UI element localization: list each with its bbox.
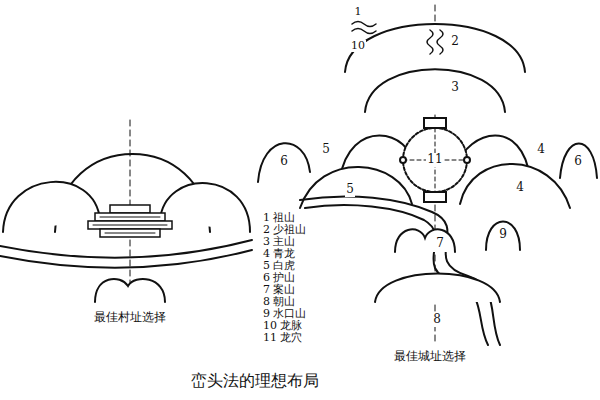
legend-line: 4 青龙 bbox=[262, 248, 297, 260]
legend-line: 2 少祖山 bbox=[262, 224, 308, 236]
legend-line: 10 龙脉 bbox=[262, 320, 304, 332]
callout-number: 6 bbox=[279, 155, 289, 168]
callout-number: 10 bbox=[350, 40, 366, 52]
site-label: 最佳城址选择 bbox=[393, 350, 467, 363]
site-label: 最佳村址选择 bbox=[93, 311, 167, 324]
callout-number: 2 bbox=[450, 35, 460, 48]
callout-number: 1 bbox=[354, 6, 363, 18]
callout-number: 3 bbox=[450, 81, 460, 94]
legend-line: 8 朝山 bbox=[262, 296, 297, 308]
caption: 峦头法的理想布局 bbox=[190, 372, 320, 390]
legend-line: 11 龙穴 bbox=[262, 332, 304, 344]
legend-line: 6 护山 bbox=[262, 272, 297, 284]
callout-number: 11 bbox=[426, 153, 443, 166]
legend-line: 9 水口山 bbox=[262, 308, 308, 320]
callout-number: 8 bbox=[432, 313, 442, 326]
callout-number: 7 bbox=[435, 237, 445, 250]
callout-number: 4 bbox=[536, 143, 546, 156]
legend-line: 3 主山 bbox=[262, 236, 297, 248]
callout-number: 5 bbox=[321, 143, 331, 156]
callout-number: 6 bbox=[573, 155, 583, 168]
callout-number: 9 bbox=[498, 228, 508, 241]
city-site bbox=[258, 5, 597, 345]
callout-number: 4 bbox=[515, 181, 525, 194]
legend-line: 5 白虎 bbox=[262, 260, 297, 272]
legend-line: 1 祖山 bbox=[262, 212, 297, 224]
legend-line: 7 案山 bbox=[262, 284, 297, 296]
callout-number: 5 bbox=[345, 183, 355, 196]
village-site bbox=[0, 120, 252, 302]
